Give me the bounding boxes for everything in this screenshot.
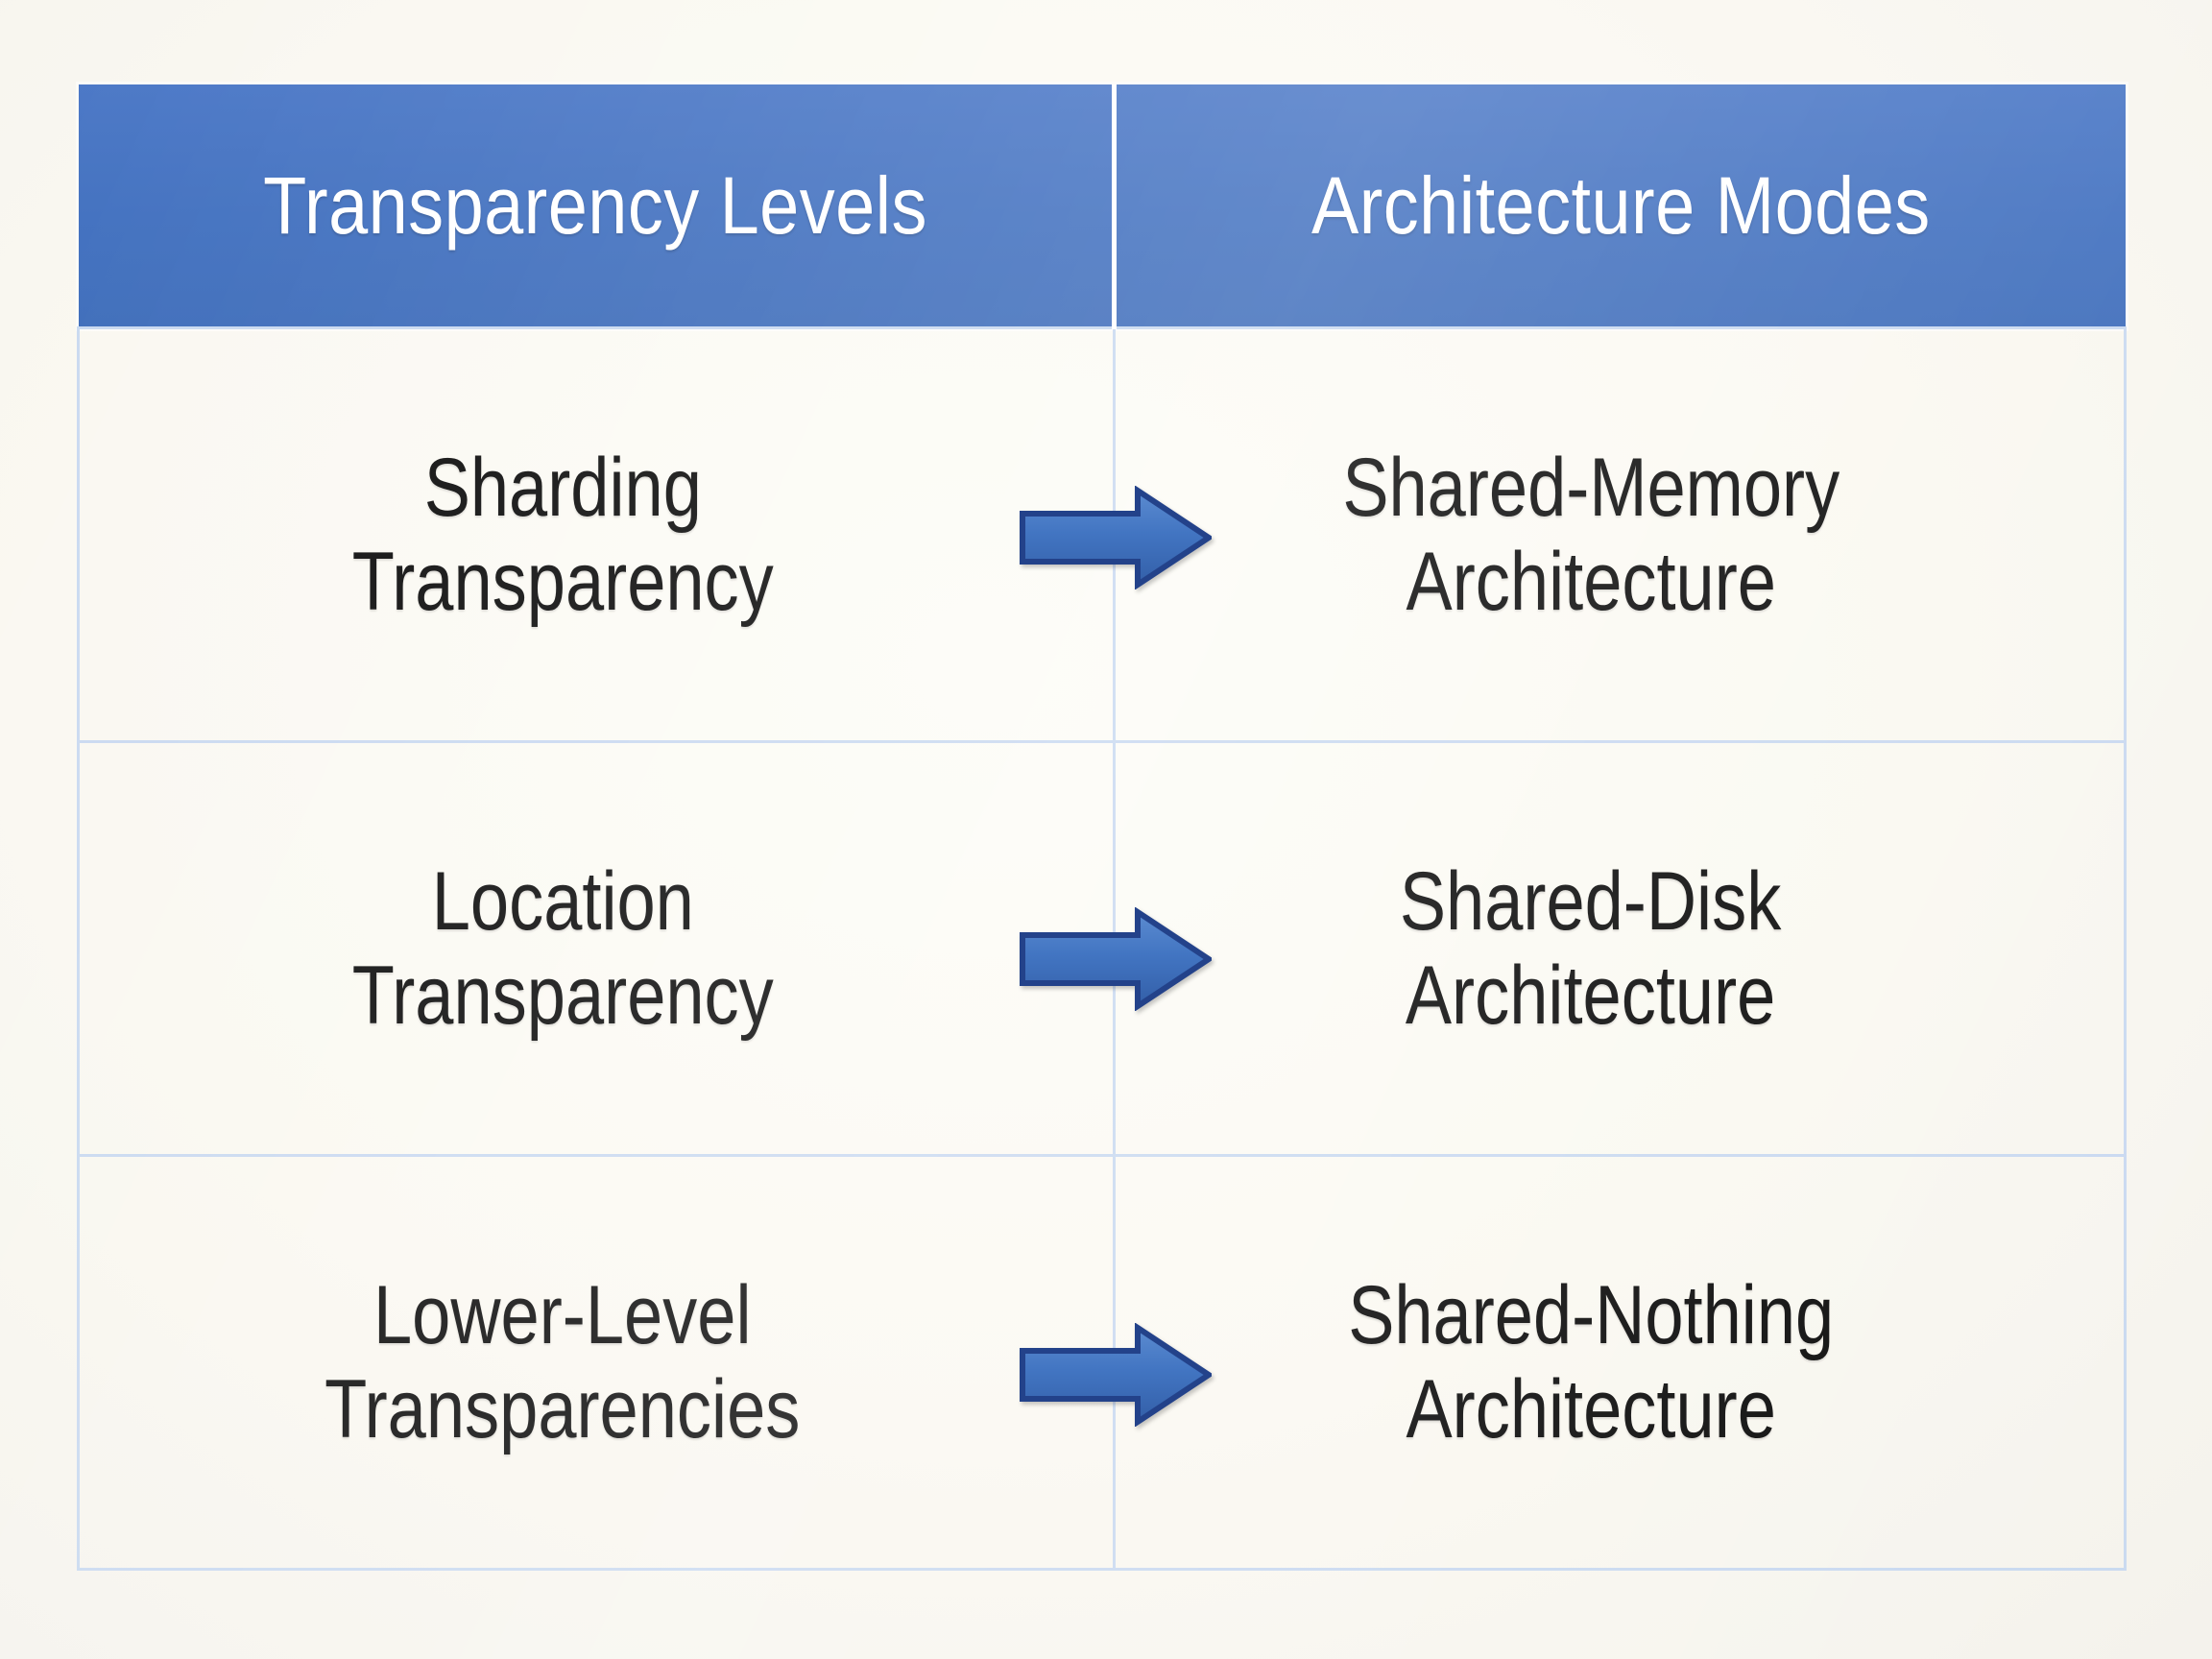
architecture-mode-1-text: Shared-Memory Architecture xyxy=(1342,441,1839,629)
table-row: Sharding Transparency Shared-Memory Arch… xyxy=(77,326,2128,743)
cell-transparency-level-3: Lower-Level Transparencies xyxy=(77,1154,1116,1571)
architecture-mode-3-text: Shared-Nothing Architecture xyxy=(1348,1268,1834,1456)
table-header: Transparency Levels Architecture Modes xyxy=(78,84,2126,328)
architecture-mode-2-line2: Architecture xyxy=(1406,950,1776,1042)
cell-architecture-mode-2: Shared-Disk Architecture xyxy=(1112,740,2128,1157)
cell-architecture-mode-3: Shared-Nothing Architecture xyxy=(1112,1154,2128,1571)
architecture-mode-3-line1: Shared-Nothing xyxy=(1347,1268,1834,1361)
transparency-level-3-text: Lower-Level Transparencies xyxy=(325,1268,800,1456)
architecture-mode-2-text: Shared-Disk Architecture xyxy=(1400,854,1781,1043)
column-header-transparency-levels: Transparency Levels xyxy=(78,84,1117,328)
architecture-mode-2-line1: Shared-Disk xyxy=(1400,854,1782,948)
cell-architecture-mode-1: Shared-Memory Architecture xyxy=(1112,326,2128,743)
cell-transparency-level-2: Location Transparency xyxy=(77,740,1116,1157)
architecture-mode-1-line1: Shared-Memory xyxy=(1341,441,1839,534)
transparency-level-2-line1: Location xyxy=(431,854,694,948)
mapping-table: Transparency Levels Architecture Modes S… xyxy=(77,84,2128,1571)
table-body: Sharding Transparency Shared-Memory Arch… xyxy=(77,326,2128,1571)
table-row: Lower-Level Transparencies Shared-Nothin… xyxy=(77,1154,2128,1571)
cell-transparency-level-1: Sharding Transparency xyxy=(77,326,1116,743)
transparency-level-2-text: Location Transparency xyxy=(351,854,773,1043)
transparency-level-1-line2: Transparency xyxy=(351,536,774,628)
column-header-transparency-levels-label: Transparency Levels xyxy=(262,159,927,251)
right-arrow-icon xyxy=(1020,907,1212,1011)
transparency-level-3-line1: Lower-Level xyxy=(373,1268,752,1361)
table-row: Location Transparency Shared-Disk Archit… xyxy=(77,740,2128,1157)
right-arrow-icon xyxy=(1020,1323,1212,1427)
transparency-level-1-text: Sharding Transparency xyxy=(351,441,773,629)
column-header-architecture-modes-label: Architecture Modes xyxy=(1310,159,1931,251)
transparency-level-1-line1: Sharding xyxy=(423,441,702,534)
right-arrow-icon xyxy=(1020,486,1212,589)
header-row: Transparency Levels Architecture Modes xyxy=(78,84,2126,328)
column-header-architecture-modes: Architecture Modes xyxy=(1114,84,2126,328)
architecture-mode-1-line2: Architecture xyxy=(1406,536,1776,628)
transparency-level-2-line2: Transparency xyxy=(351,950,774,1042)
architecture-mode-3-line2: Architecture xyxy=(1406,1363,1776,1455)
transparency-architecture-table: Transparency Levels Architecture Modes S… xyxy=(77,84,2128,1571)
transparency-level-3-line2: Transparencies xyxy=(325,1363,801,1455)
